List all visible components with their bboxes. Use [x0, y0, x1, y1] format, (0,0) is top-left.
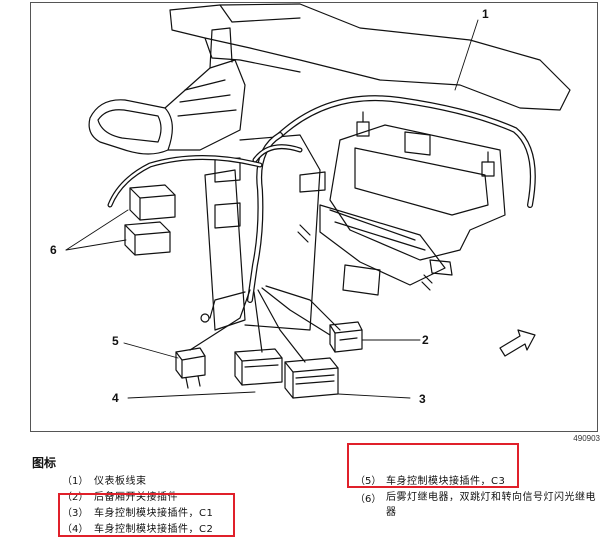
- legend-item-text: 后雾灯继电器，双跳灯和转向信号灯闪光继电器: [386, 492, 596, 518]
- legend-item-text: 车身控制模块接插件，C2: [94, 524, 214, 535]
- legend-item-number: （1）: [62, 476, 89, 487]
- highlight-box-c3: [347, 443, 519, 488]
- callout-1: 1: [482, 7, 489, 21]
- legend-item-number: （4）: [62, 524, 89, 535]
- trunk-switch-connector: [329, 321, 363, 353]
- legend-item-number: （3）: [62, 508, 89, 519]
- legend-item-number: （5）: [355, 476, 382, 487]
- legend-item-text: 车身控制模块接插件，C1: [94, 508, 214, 519]
- callout-5: 5: [112, 334, 119, 348]
- mounting-stud: [481, 151, 495, 177]
- legend-item-number: （2）: [62, 492, 89, 503]
- connector-c3: [175, 347, 206, 389]
- legend-item-number: （6）: [355, 494, 382, 505]
- relay-lower: [124, 221, 171, 256]
- front-direction-arrow: [499, 329, 536, 357]
- callout-6: 6: [50, 243, 57, 257]
- connector-c1: [284, 357, 339, 399]
- legend-title: 图标: [32, 456, 57, 470]
- callout-2: 2: [422, 333, 429, 347]
- highlight-box-c1-c2: [58, 493, 235, 537]
- mounting-stud: [356, 111, 370, 137]
- legend-item-text: 车身控制模块接插件，C3: [386, 476, 506, 487]
- legend-item-text: 仪表板线束: [94, 476, 147, 487]
- bcm-bracket: [329, 124, 506, 261]
- legend-item-text: 后备厢开关接插件: [94, 492, 178, 503]
- relay-upper: [129, 184, 176, 221]
- harness-diagram: [65, 3, 571, 399]
- figure-frame: [30, 2, 598, 432]
- callout-3: 3: [419, 392, 426, 406]
- callout-4: 4: [112, 391, 119, 405]
- figure-id-code: 490903: [573, 434, 600, 443]
- instrument-panel-outline: [169, 3, 571, 111]
- connector-c2: [234, 348, 283, 386]
